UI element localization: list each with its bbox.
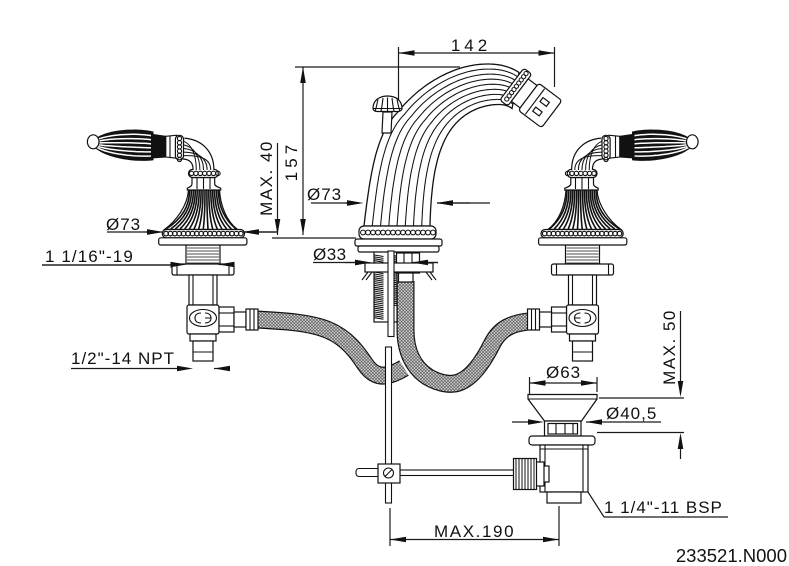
svg-text:Ø33: Ø33 [313, 245, 347, 264]
svg-text:142: 142 [451, 36, 491, 55]
svg-text:MAX. 50: MAX. 50 [660, 309, 679, 385]
svg-text:MAX. 40: MAX. 40 [257, 140, 276, 216]
svg-text:Ø63: Ø63 [546, 363, 581, 382]
svg-text:Ø73: Ø73 [106, 215, 141, 234]
svg-text:233521.N000: 233521.N000 [676, 545, 787, 566]
svg-text:Ø40,5: Ø40,5 [606, 404, 657, 423]
svg-text:1/2"-14 NPT: 1/2"-14 NPT [71, 349, 175, 368]
svg-text:Ø73: Ø73 [307, 185, 342, 204]
svg-text:MAX.190: MAX.190 [434, 522, 515, 541]
svg-text:157: 157 [282, 141, 301, 181]
svg-text:1 1/16"-19: 1 1/16"-19 [45, 247, 134, 266]
svg-text:1 1/4"-11 BSP: 1 1/4"-11 BSP [604, 498, 723, 517]
